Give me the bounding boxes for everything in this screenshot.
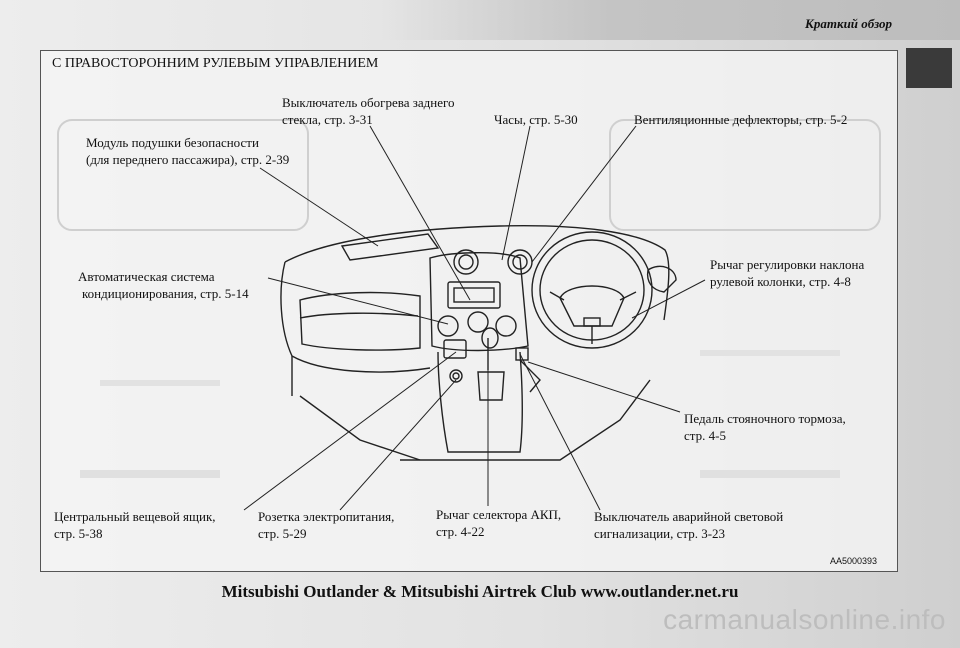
leader-airbag	[259, 167, 379, 247]
center-display	[447, 281, 501, 309]
power-outlet	[449, 369, 463, 383]
steering-wheel-hub	[559, 285, 625, 327]
vent-left	[453, 249, 479, 275]
header-band	[380, 0, 960, 40]
center-console-outline	[437, 351, 523, 453]
callout-parking-brake: Педаль стояночного тормоза, стр. 4-5	[684, 411, 846, 443]
leader-console-box	[243, 351, 457, 511]
steering-wheel-outer	[531, 231, 653, 349]
hazard-switch	[515, 347, 529, 361]
leader-hazard	[519, 353, 601, 511]
leader-rear-defogger	[369, 125, 471, 301]
floor-outline	[400, 379, 651, 461]
section-tab-marker	[906, 48, 952, 88]
callout-tilt: Рычаг регулировки наклона рулевой колонк…	[710, 257, 865, 289]
callout-hazard: Выключатель аварийной световой сигнализа…	[594, 509, 784, 541]
footer-credit: Mitsubishi Outlander & Mitsubishi Airtre…	[221, 582, 739, 601]
climate-knob-center	[467, 311, 489, 333]
callout-selector: Рычаг селектора АКП, стр. 4-22	[436, 507, 562, 539]
callout-vents: Вентиляционные дефлекторы, стр. 5-2	[634, 112, 848, 127]
section-title: С ПРАВОСТОРОННИМ РУЛЕВЫМ УПРАВЛЕНИЕМ	[52, 56, 379, 71]
vent-right	[646, 265, 677, 293]
callout-power-outlet: Розетка электропитания, стр. 5-29	[258, 509, 395, 541]
leader-clock	[501, 125, 531, 261]
illustration-frame	[40, 50, 898, 572]
figure-code: AA5000393	[830, 556, 878, 566]
watermark: carmanualsonline.info	[663, 604, 946, 635]
glovebox-outline	[299, 291, 421, 351]
leader-climate	[267, 277, 449, 325]
dashboard-top-outline	[284, 225, 670, 321]
callout-airbag: Модуль подушки безопасности (для передне…	[86, 135, 290, 167]
leader-vents	[531, 125, 637, 263]
leader-power-outlet	[339, 379, 457, 511]
console-box-lid	[443, 339, 467, 359]
leader-tilt	[631, 279, 706, 319]
climate-knob-right	[495, 315, 517, 337]
airbag-lid-outline	[340, 233, 440, 261]
callout-clock: Часы, стр. 5-30	[494, 112, 578, 127]
leader-parking-brake	[527, 361, 681, 413]
callout-climate: Автоматическая система кондиционирования…	[78, 269, 249, 301]
callout-console-box: Центральный вещевой ящик, стр. 5-38	[54, 509, 216, 541]
page-header-title: Краткий обзор	[805, 16, 892, 31]
bleed-through-ghost	[57, 119, 881, 478]
climate-knob-left	[437, 315, 459, 337]
callout-rear-defogger: Выключатель обогрева заднего стекла, стр…	[282, 95, 455, 127]
